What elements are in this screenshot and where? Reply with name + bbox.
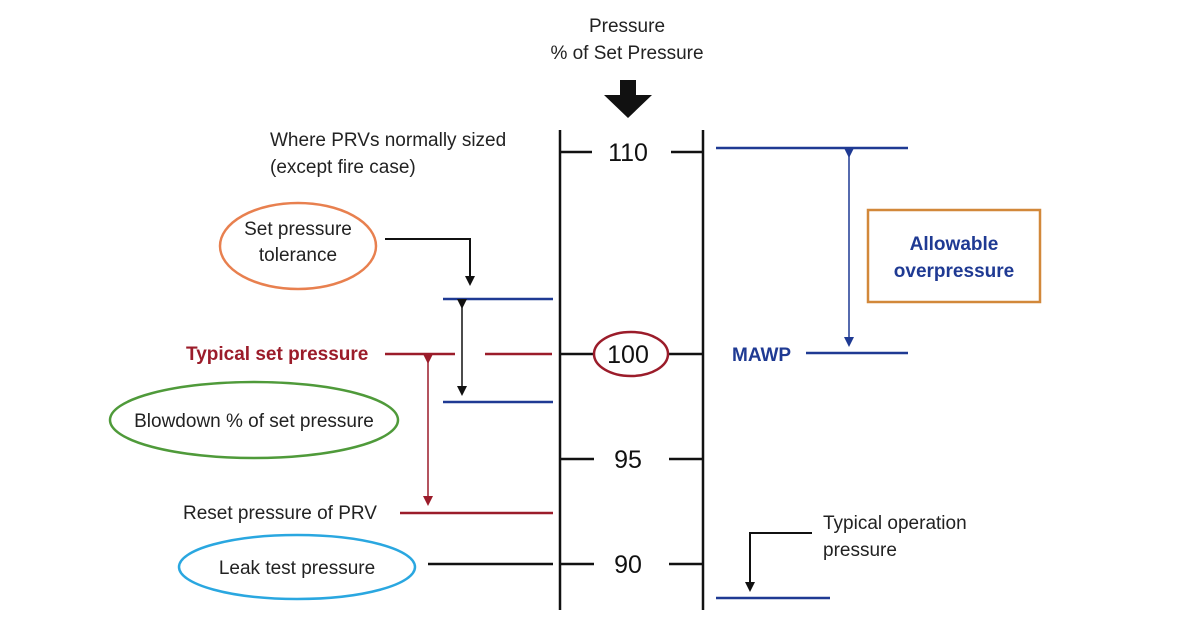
set-pressure-tolerance-label-2: tolerance [259, 245, 337, 266]
reset-pressure-label: Reset pressure of PRV [183, 503, 377, 524]
header-line-2: % of Set Pressure [550, 43, 703, 64]
down-arrow-icon [604, 80, 652, 118]
mawp-label: MAWP [732, 345, 791, 366]
prv-sized-label-2: (except fire case) [270, 157, 416, 178]
leak-test-ellipse [177, 533, 417, 601]
blowdown-label: Blowdown % of set pressure [134, 411, 374, 432]
set-pressure-tolerance-ellipse [218, 201, 378, 291]
tick-label-90: 90 [614, 551, 642, 579]
operation-pointer-arrow [745, 532, 812, 592]
allowable-overpressure-box [866, 208, 1042, 304]
allowable-overpressure-label-1: Allowable [910, 234, 999, 255]
prv-sized-label-1: Where PRVs normally sized [270, 130, 506, 151]
set-pressure-tolerance-label-1: Set pressure [244, 219, 352, 240]
typical-operation-label-2: pressure [823, 540, 897, 561]
tick-100-ellipse [592, 330, 670, 378]
blowdown-ellipse [108, 380, 400, 460]
tick-label-110: 110 [608, 139, 648, 167]
typical-operation-label-1: Typical operation [823, 513, 967, 534]
tolerance-pointer-arrow [385, 238, 475, 286]
leak-test-label: Leak test pressure [219, 558, 375, 579]
tick-label-100: 100 [607, 341, 649, 369]
header-line-1: Pressure [589, 16, 665, 37]
typical-set-pressure-label: Typical set pressure [186, 344, 368, 365]
tick-label-95: 95 [614, 446, 642, 474]
allowable-overpressure-label-2: overpressure [894, 261, 1014, 282]
